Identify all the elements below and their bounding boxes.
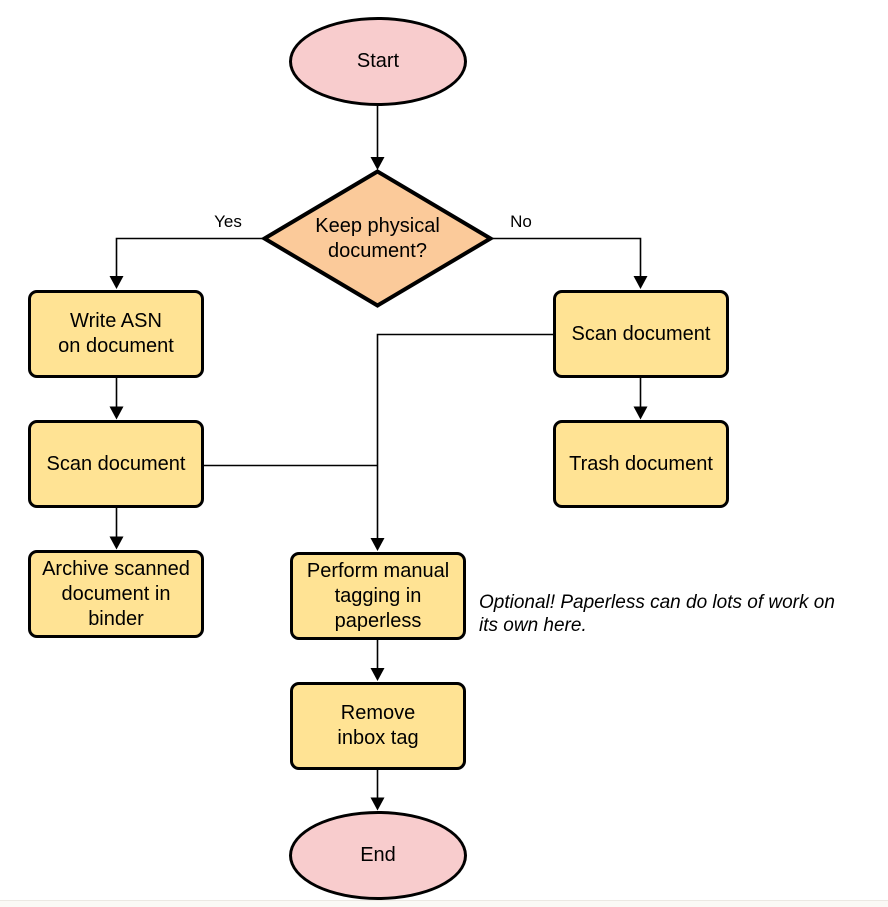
arrowhead (370, 538, 385, 551)
node-scan-document-right: Scan document (553, 290, 729, 378)
node-end-label: End (360, 844, 396, 866)
node-scan-document-right-label: Scan document (571, 322, 711, 345)
edge-decision-no (490, 237, 642, 277)
node-archive-binder: Archive scanned document in binder (28, 550, 204, 638)
node-decision-label: Keep physical document? (315, 214, 440, 262)
edge-decision-yes (115, 237, 265, 277)
node-write-asn-label: Write ASN on document (58, 310, 174, 357)
node-end: End (289, 811, 467, 900)
arrowhead (370, 157, 385, 170)
node-start: Start (289, 17, 467, 106)
arrowhead (109, 536, 124, 550)
node-write-asn: Write ASN on document (28, 290, 204, 378)
arrowhead (370, 668, 385, 681)
node-trash-document: Trash document (553, 420, 729, 508)
annotation-optional-note: Optional! Paperless can do lots of work … (479, 592, 835, 636)
node-trash-document-label: Trash document (569, 452, 713, 475)
node-start-label: Start (356, 50, 400, 72)
node-archive-binder-label: Archive scanned document in binder (42, 557, 190, 630)
node-scan-document-left: Scan document (28, 420, 204, 508)
edge-scanright-to-tagging (376, 333, 553, 539)
arrowhead (370, 797, 385, 811)
node-manual-tagging-label: Perform manual tagging in paperless (306, 559, 450, 632)
node-manual-tagging: Perform manual tagging in paperless (290, 552, 466, 640)
arrowhead (109, 276, 124, 289)
node-decision: Keep physical document? (295, 212, 460, 265)
node-scan-document-left-label: Scan document (46, 452, 186, 475)
edge-label-yes: Yes (214, 212, 242, 231)
arrowhead (109, 406, 124, 420)
bottom-edge-strip (0, 900, 888, 907)
edge-label-no: No (510, 212, 532, 231)
arrowhead (633, 276, 648, 289)
decision-diamond-shape (260, 169, 495, 308)
arrowhead (633, 406, 648, 420)
node-remove-inbox-tag-label: Remove inbox tag (337, 702, 419, 749)
node-remove-inbox-tag: Remove inbox tag (290, 682, 466, 770)
